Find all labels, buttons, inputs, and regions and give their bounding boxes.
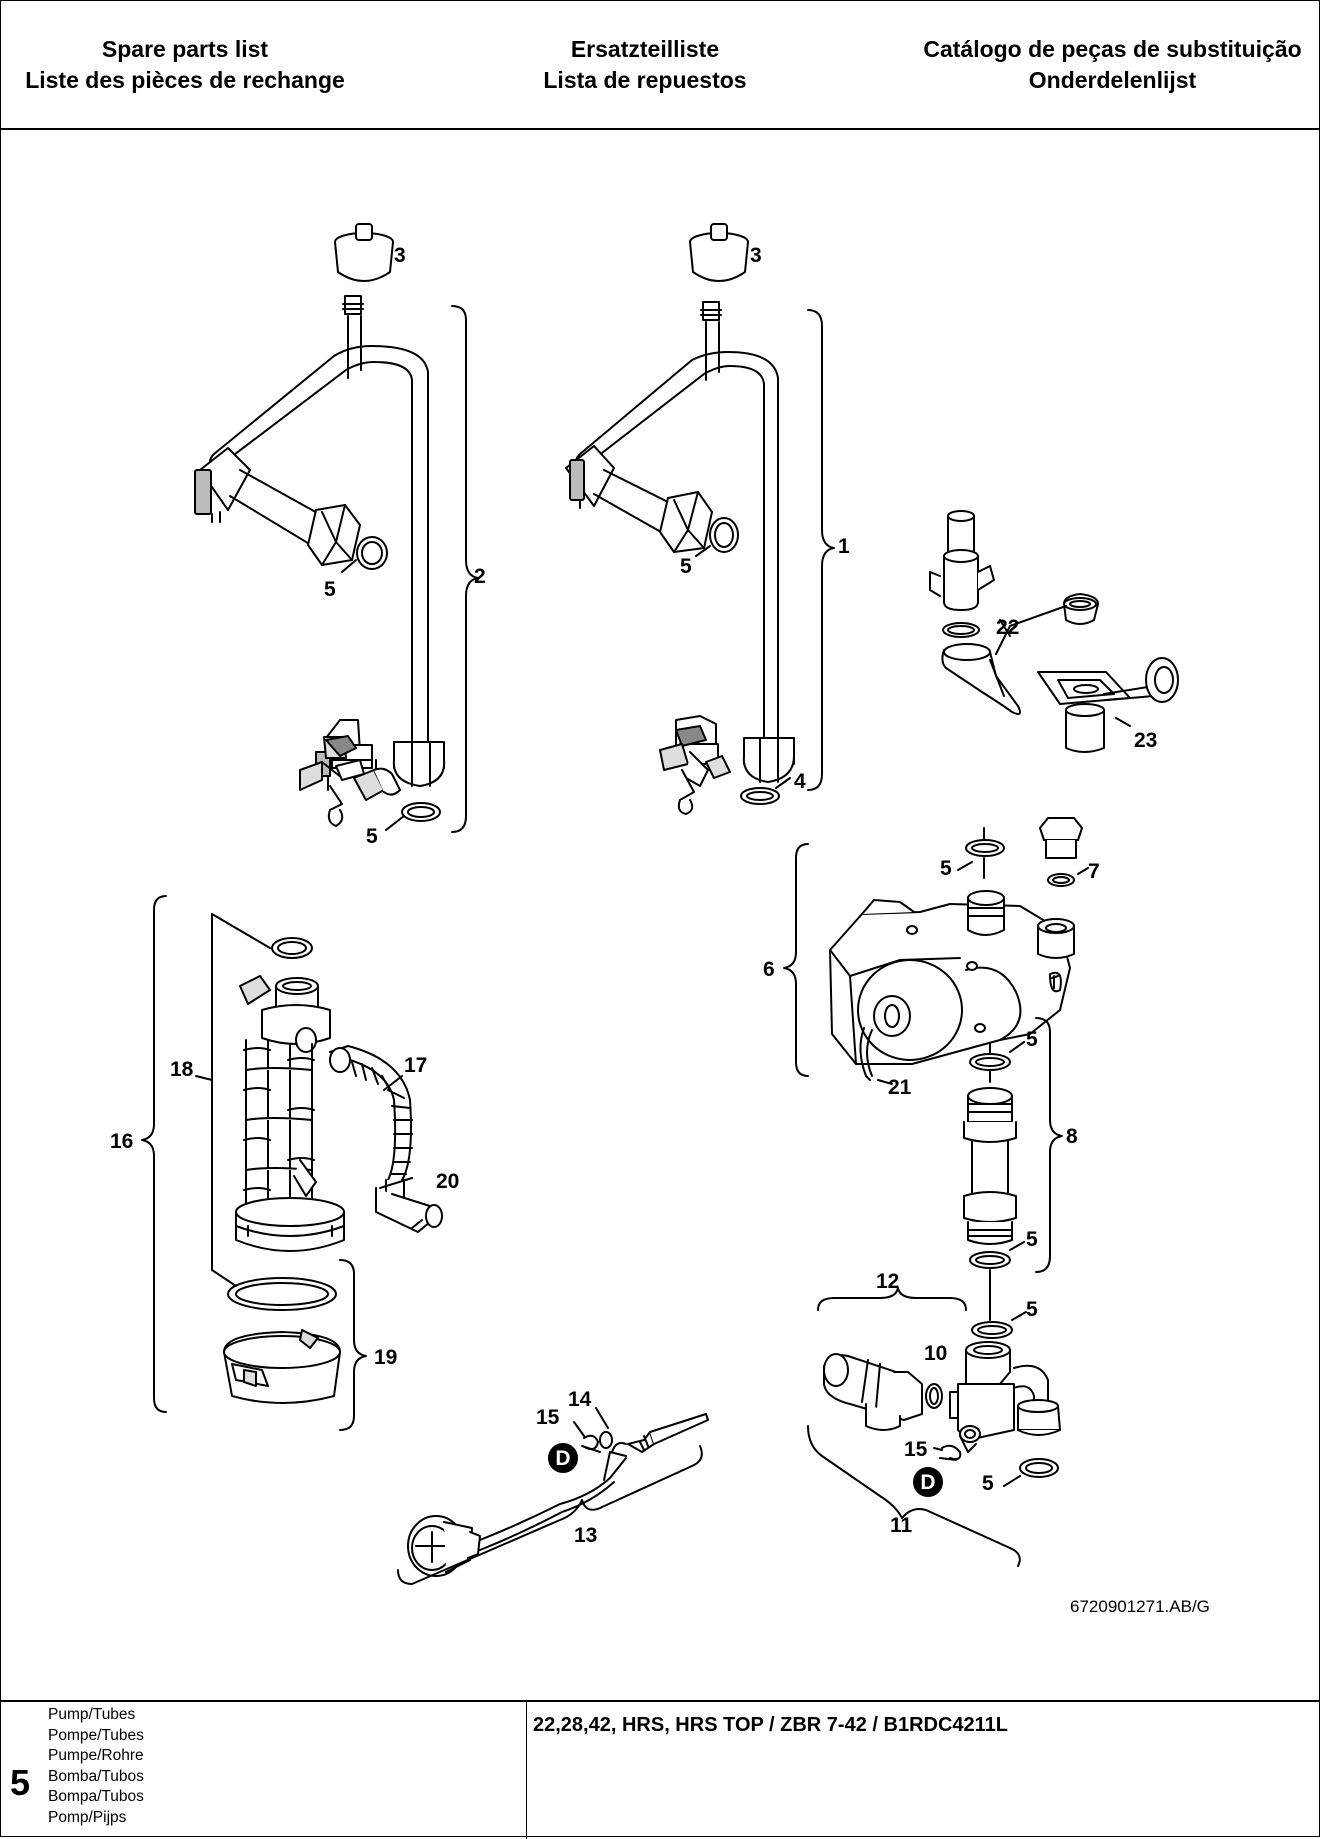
- section-title-nl: Pomp/Pijps: [48, 1808, 127, 1826]
- label-5-tube8-top: 5: [1026, 1028, 1038, 1051]
- brace-6: [783, 843, 809, 1077]
- label-8: 8: [1066, 1125, 1078, 1148]
- title-liste-pieces: Liste des pièces de rechange: [25, 67, 345, 93]
- pump-connection-11: D 12 10 15 5 5 11: [807, 1270, 1061, 1567]
- brace-12: [817, 1287, 967, 1311]
- siphon-parts-22-23: 22 23: [929, 510, 1179, 753]
- label-10: 10: [924, 1342, 947, 1365]
- label-5-connection-bottom: 5: [982, 1472, 994, 1495]
- air-vent-3-left: [334, 223, 394, 315]
- model-list: 22,28,42, HRS, HRS TOP / ZBR 7-42 / B1RD…: [533, 1714, 1009, 1736]
- label-2: 2: [474, 565, 486, 588]
- label-13: 13: [574, 1524, 597, 1547]
- drawing-code: 6720901271.AB/G: [1070, 1597, 1210, 1616]
- label-12: 12: [876, 1270, 899, 1293]
- title-ersatzteilliste: Ersatzteilliste: [570, 36, 720, 62]
- brace-8: [1035, 1017, 1063, 1273]
- label-16: 16: [110, 1130, 133, 1153]
- section-titles: Pump/Tubes Pompe/Tubes Pumpe/Rohre Bomba…: [48, 1705, 144, 1829]
- tap-knob-left: [325, 735, 365, 781]
- elbow-fitting-middle: [565, 445, 615, 509]
- title-spare-parts-list: Spare parts list: [101, 36, 269, 62]
- header-col-english-french: Spare parts list Liste des pièces de rec…: [10, 34, 360, 96]
- footer-divider: [526, 1702, 527, 1839]
- marker-d-left: [548, 1443, 578, 1473]
- label-3-left: 3: [394, 244, 406, 267]
- label-5-middle: 5: [680, 555, 692, 578]
- label-17: 17: [404, 1054, 427, 1077]
- title-onderdelenlijst: Onderdelenlijst: [1028, 67, 1197, 93]
- label-d-left: D: [555, 1447, 570, 1470]
- union-nut-middle: [659, 491, 713, 553]
- label-5-tube8-bottom: 5: [1026, 1228, 1038, 1251]
- washer-5-left-upper: [356, 536, 388, 570]
- label-5-pump-top: 5: [940, 857, 952, 880]
- label-4: 4: [794, 770, 806, 793]
- label-5-connection-top: 5: [1026, 1298, 1038, 1321]
- header-col-german-spanish: Ersatzteilliste Lista de repuestos: [500, 34, 790, 96]
- title-lista-repuestos: Lista de repuestos: [543, 67, 747, 93]
- brace-16: [141, 895, 167, 1413]
- label-7: 7: [1088, 860, 1100, 883]
- section-title-es: Bompa/Tubos: [48, 1788, 144, 1806]
- section-number: 5: [10, 1762, 31, 1803]
- label-20: 20: [436, 1170, 459, 1193]
- label-d-right: D: [920, 1471, 935, 1494]
- label-5-left-lower: 5: [366, 825, 378, 848]
- label-14: 14: [568, 1388, 592, 1411]
- union-nut-left: [307, 504, 361, 566]
- header-col-portuguese-dutch: Catálogo de peças de substituição Onderd…: [910, 34, 1315, 96]
- brace-11: [807, 1425, 1021, 1567]
- connector-tube-8: 8 5 5: [963, 1017, 1078, 1321]
- washer-5-middle: [709, 517, 739, 553]
- label-15-left: 15: [536, 1406, 560, 1429]
- tube-assembly-2: 2 3 5 5: [194, 223, 486, 848]
- brace-19: [339, 1259, 367, 1431]
- o-ring-14: [599, 1431, 613, 1449]
- label-3-middle: 3: [750, 244, 762, 267]
- marker-d-right: [913, 1467, 943, 1497]
- section-title-pt: Bomba/Tubos: [48, 1767, 144, 1785]
- label-21: 21: [888, 1076, 912, 1099]
- clip-15-left: [581, 1434, 601, 1453]
- tap-middle: [659, 725, 731, 815]
- filter-assembly-16: 16 18 17 20 19: [110, 895, 459, 1431]
- label-11: 11: [890, 1514, 913, 1537]
- label-1: 1: [838, 535, 850, 558]
- brace-1: [807, 309, 835, 791]
- washer-4: [740, 787, 780, 805]
- label-6: 6: [763, 958, 775, 981]
- label-19: 19: [374, 1346, 397, 1369]
- pump-assembly-6: 6 5 7 21: [763, 817, 1100, 1099]
- header: Spare parts list Liste des pièces de rec…: [0, 0, 1320, 130]
- title-catalogo-pecas: Catálogo de peças de substituição: [923, 36, 1302, 62]
- label-23: 23: [1134, 729, 1157, 752]
- label-22: 22: [996, 616, 1019, 639]
- washer-5-left-lower: [401, 802, 441, 822]
- elbow-fitting-left: [194, 447, 251, 523]
- air-vent-3-middle: [689, 223, 749, 321]
- brace-2: [451, 305, 479, 833]
- footer: 5 Pump/Tubes Pompe/Tubes Pumpe/Rohre Bom…: [0, 1700, 1320, 1839]
- tube-assembly-1: 1 3 5 4: [565, 223, 850, 815]
- section-title-en: Pump/Tubes: [48, 1706, 136, 1723]
- label-18: 18: [170, 1058, 194, 1081]
- label-5-left-upper: 5: [324, 578, 336, 601]
- union-nut-left-lower: [392, 741, 446, 787]
- label-15-right: 15: [904, 1438, 928, 1461]
- sensor-assembly-13: D 13 14 15: [397, 1388, 709, 1585]
- bracket-18: [211, 913, 237, 1287]
- brace-13: [397, 1445, 703, 1585]
- section-title-de: Pumpe/Rohre: [48, 1747, 144, 1765]
- section-title-fr: Pompe/Tubes: [48, 1726, 144, 1744]
- exploded-parts-drawing: 2 3 5 5: [110, 223, 1210, 1616]
